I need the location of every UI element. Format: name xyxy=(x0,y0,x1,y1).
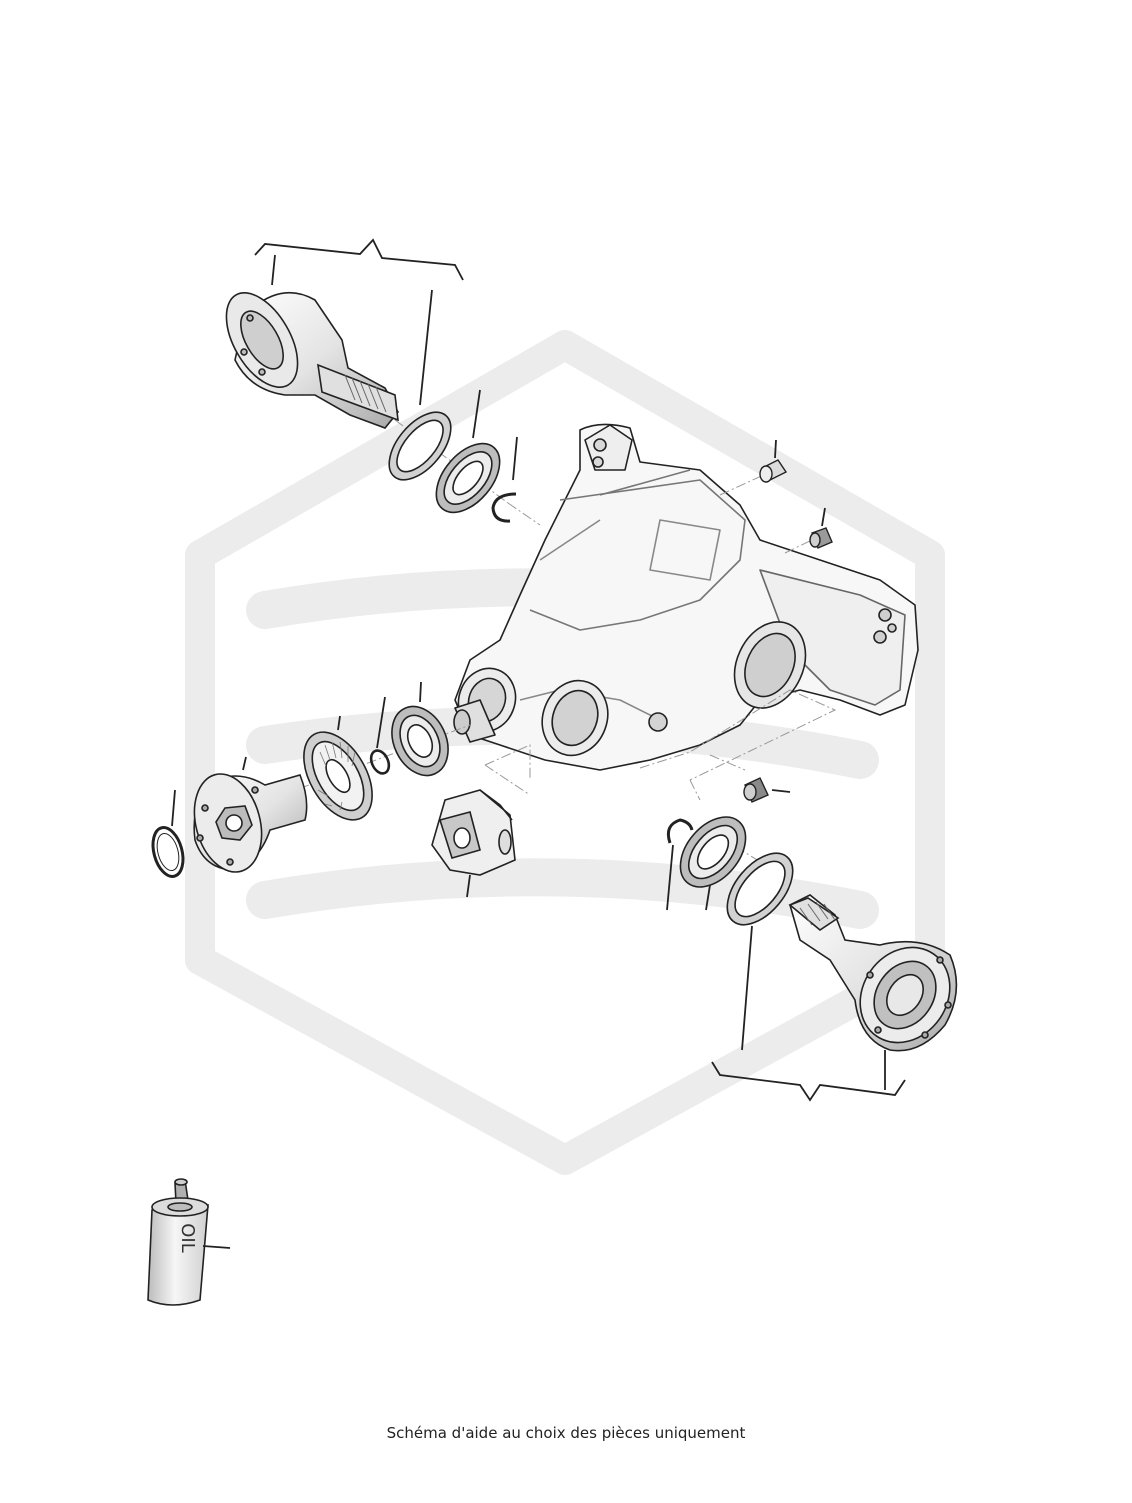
circlip-right[interactable] xyxy=(666,818,694,844)
kit-bracket-bottom xyxy=(711,1061,906,1102)
leader-line xyxy=(271,254,276,286)
circlip-left[interactable] xyxy=(148,824,188,880)
circlip-top[interactable] xyxy=(491,492,517,523)
leader-line xyxy=(705,884,711,911)
breather-valve[interactable] xyxy=(759,459,788,483)
shim-ring-right[interactable] xyxy=(715,841,806,936)
leader-line xyxy=(472,389,481,439)
leader-line xyxy=(741,925,753,1051)
leader-line xyxy=(666,844,674,911)
drain-plug[interactable] xyxy=(743,777,769,803)
oil-seal-right[interactable] xyxy=(667,805,758,900)
leader-line xyxy=(419,289,433,406)
leader-line xyxy=(376,696,386,749)
oil-bottle[interactable] xyxy=(147,1178,209,1306)
oil-label: OIL xyxy=(177,1223,198,1253)
output-flange-left[interactable] xyxy=(212,281,399,429)
differential-housing[interactable] xyxy=(450,423,919,771)
diagram-caption: Schéma d'aide au choix des pièces unique… xyxy=(386,1424,746,1442)
o-ring-pinion[interactable] xyxy=(368,748,393,777)
leader-line xyxy=(821,507,826,527)
gear-ring[interactable] xyxy=(290,720,386,831)
leader-line xyxy=(337,715,341,731)
leader-line xyxy=(512,436,518,481)
leader-line xyxy=(771,789,791,793)
leader-line xyxy=(466,874,471,898)
coupling-block[interactable] xyxy=(431,789,516,876)
leader-line xyxy=(202,1245,231,1249)
pinion-flange[interactable] xyxy=(184,766,308,879)
leader-line xyxy=(171,789,176,827)
leader-line xyxy=(774,439,777,459)
shim-ring-top[interactable] xyxy=(377,401,462,491)
filler-plug[interactable] xyxy=(809,527,833,549)
output-flange-right[interactable] xyxy=(788,894,968,1060)
oil-seal-top[interactable] xyxy=(424,432,512,524)
leader-line xyxy=(242,756,247,771)
kit-bracket-top xyxy=(254,238,464,281)
leader-line xyxy=(419,681,422,703)
oil-seal-pinion[interactable] xyxy=(381,697,459,784)
